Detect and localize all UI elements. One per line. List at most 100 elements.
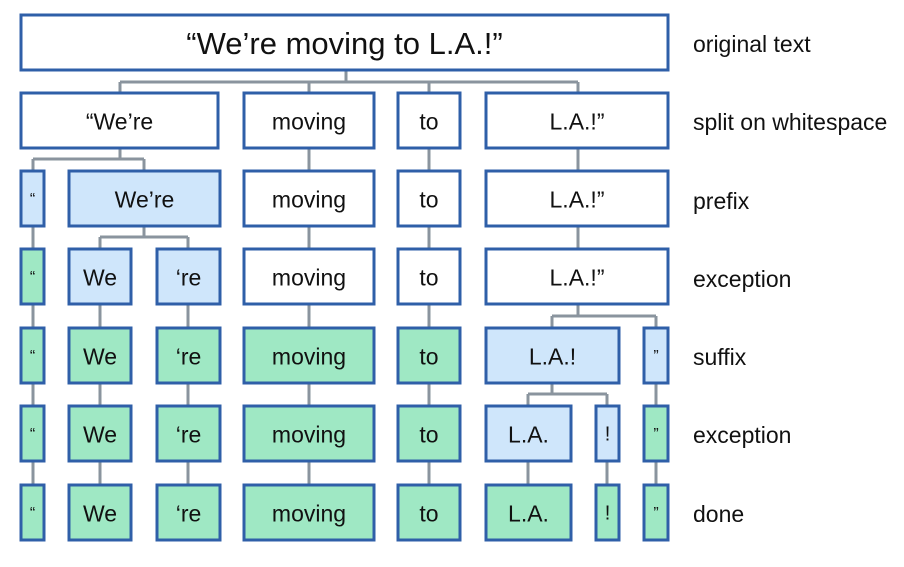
- box-re-6: ‘re: [155, 483, 222, 542]
- box-to-5-rect: [396, 404, 462, 463]
- box-re-5-label: ‘re: [176, 422, 202, 448]
- box-original: “We’re moving to L.A.!”: [19, 13, 670, 72]
- box-close-quote-4-rect: [642, 326, 670, 385]
- box-la-quoted-2: L.A.!”: [484, 169, 670, 228]
- stage-label-suffix: suffix: [693, 344, 747, 370]
- box-open-quote-4-rect: [19, 326, 46, 385]
- box-moving-4-label: moving: [272, 344, 346, 370]
- box-la-quoted-1-label: L.A.!”: [550, 109, 605, 135]
- box-to-5: to: [396, 404, 462, 463]
- stage-label-original: original text: [693, 31, 811, 57]
- stage-label-exception-2: exception: [693, 422, 792, 448]
- box-open-quote-5-label: “: [30, 426, 35, 443]
- box-re-4: ‘re: [155, 326, 222, 385]
- box-to-1-rect: [396, 91, 462, 150]
- stage-label-done: done: [693, 501, 745, 527]
- box-moving-6-rect: [242, 483, 376, 542]
- box-re-4-label: ‘re: [176, 344, 202, 370]
- box-close-quote-6-label: ”: [653, 505, 658, 522]
- box-re-6-label: ‘re: [176, 501, 202, 527]
- box-open-quote-2: “: [19, 169, 46, 228]
- box-open-quote-4-label: “: [30, 348, 35, 365]
- box-la-quoted-1: L.A.!”: [484, 91, 670, 150]
- box-re-6-rect: [155, 483, 222, 542]
- box-la-quoted-3-label: L.A.!”: [550, 265, 605, 291]
- box-re-5: ‘re: [155, 404, 222, 463]
- box-la-5-label: L.A.: [508, 422, 549, 448]
- box-moving-5-rect: [242, 404, 376, 463]
- stage-label-prefix: prefix: [693, 188, 750, 214]
- box-open-quote-3-label: “: [30, 269, 35, 286]
- stage-label-split: split on whitespace: [693, 109, 888, 135]
- box-to-1: to: [396, 91, 462, 150]
- box-open-quote-6-rect: [19, 483, 46, 542]
- box-moving-3-label: moving: [272, 265, 346, 291]
- box-re-3-label: ‘re: [176, 265, 202, 291]
- box-to-4-label: to: [419, 344, 438, 370]
- box-re-4-rect: [155, 326, 222, 385]
- box-la-quoted-1-rect: [484, 91, 670, 150]
- box-to-1-label: to: [419, 109, 438, 135]
- box-were-quoted-label: “We’re: [86, 109, 153, 135]
- box-open-quote-5-rect: [19, 404, 46, 463]
- box-open-quote-5: “: [19, 404, 46, 463]
- box-were-2-rect: [67, 169, 222, 228]
- box-we-6-rect: [67, 483, 133, 542]
- box-open-quote-6-label: “: [30, 505, 35, 522]
- box-moving-1-rect: [242, 91, 376, 150]
- box-bang-5-label: !: [605, 424, 611, 446]
- box-moving-2-rect: [242, 169, 376, 228]
- box-moving-2: moving: [242, 169, 376, 228]
- box-we-6-label: We: [83, 501, 117, 527]
- box-la-bang-4-rect: [484, 326, 621, 385]
- box-re-3: ‘re: [155, 247, 222, 306]
- box-we-4-label: We: [83, 344, 117, 370]
- box-la-quoted-3-rect: [484, 247, 670, 306]
- box-to-4-rect: [396, 326, 462, 385]
- box-we-5: We: [67, 404, 133, 463]
- box-la-5-rect: [484, 404, 573, 463]
- box-moving-1-label: moving: [272, 109, 346, 135]
- connector-lines: [31, 70, 658, 485]
- box-open-quote-4: “: [19, 326, 46, 385]
- box-we-4-rect: [67, 326, 133, 385]
- box-we-6: We: [67, 483, 133, 542]
- box-moving-2-label: moving: [272, 187, 346, 213]
- box-to-4: to: [396, 326, 462, 385]
- box-la-bang-4: L.A.!: [484, 326, 621, 385]
- box-to-6-rect: [396, 483, 462, 542]
- box-la-quoted-3: L.A.!”: [484, 247, 670, 306]
- box-moving-4-rect: [242, 326, 376, 385]
- box-to-5-label: to: [419, 422, 438, 448]
- box-to-2: to: [396, 169, 462, 228]
- box-open-quote-2-rect: [19, 169, 46, 228]
- box-moving-5: moving: [242, 404, 376, 463]
- box-to-3-rect: [396, 247, 462, 306]
- box-bang-6: !: [594, 483, 621, 542]
- box-we-5-label: We: [83, 422, 117, 448]
- box-we-3: We: [67, 247, 133, 306]
- box-close-quote-5-rect: [642, 404, 670, 463]
- box-close-quote-4: ”: [642, 326, 670, 385]
- stage-label-exception-1: exception: [693, 266, 792, 292]
- box-open-quote-3-rect: [19, 247, 46, 306]
- box-close-quote-4-label: ”: [653, 348, 658, 365]
- box-were-quoted: “We’re: [19, 91, 220, 150]
- box-were-2-label: We’re: [115, 187, 175, 213]
- box-we-4: We: [67, 326, 133, 385]
- box-close-quote-6: ”: [642, 483, 670, 542]
- box-moving-3: moving: [242, 247, 376, 306]
- box-re-3-rect: [155, 247, 222, 306]
- box-were-quoted-rect: [19, 91, 220, 150]
- box-open-quote-6: “: [19, 483, 46, 542]
- box-bang-6-rect: [594, 483, 621, 542]
- box-to-2-rect: [396, 169, 462, 228]
- box-la-5: L.A.: [484, 404, 573, 463]
- box-bang-5-rect: [594, 404, 621, 463]
- box-bang-5: !: [594, 404, 621, 463]
- box-la-6: L.A.: [484, 483, 573, 542]
- box-to-6: to: [396, 483, 462, 542]
- box-to-6-label: to: [419, 501, 438, 527]
